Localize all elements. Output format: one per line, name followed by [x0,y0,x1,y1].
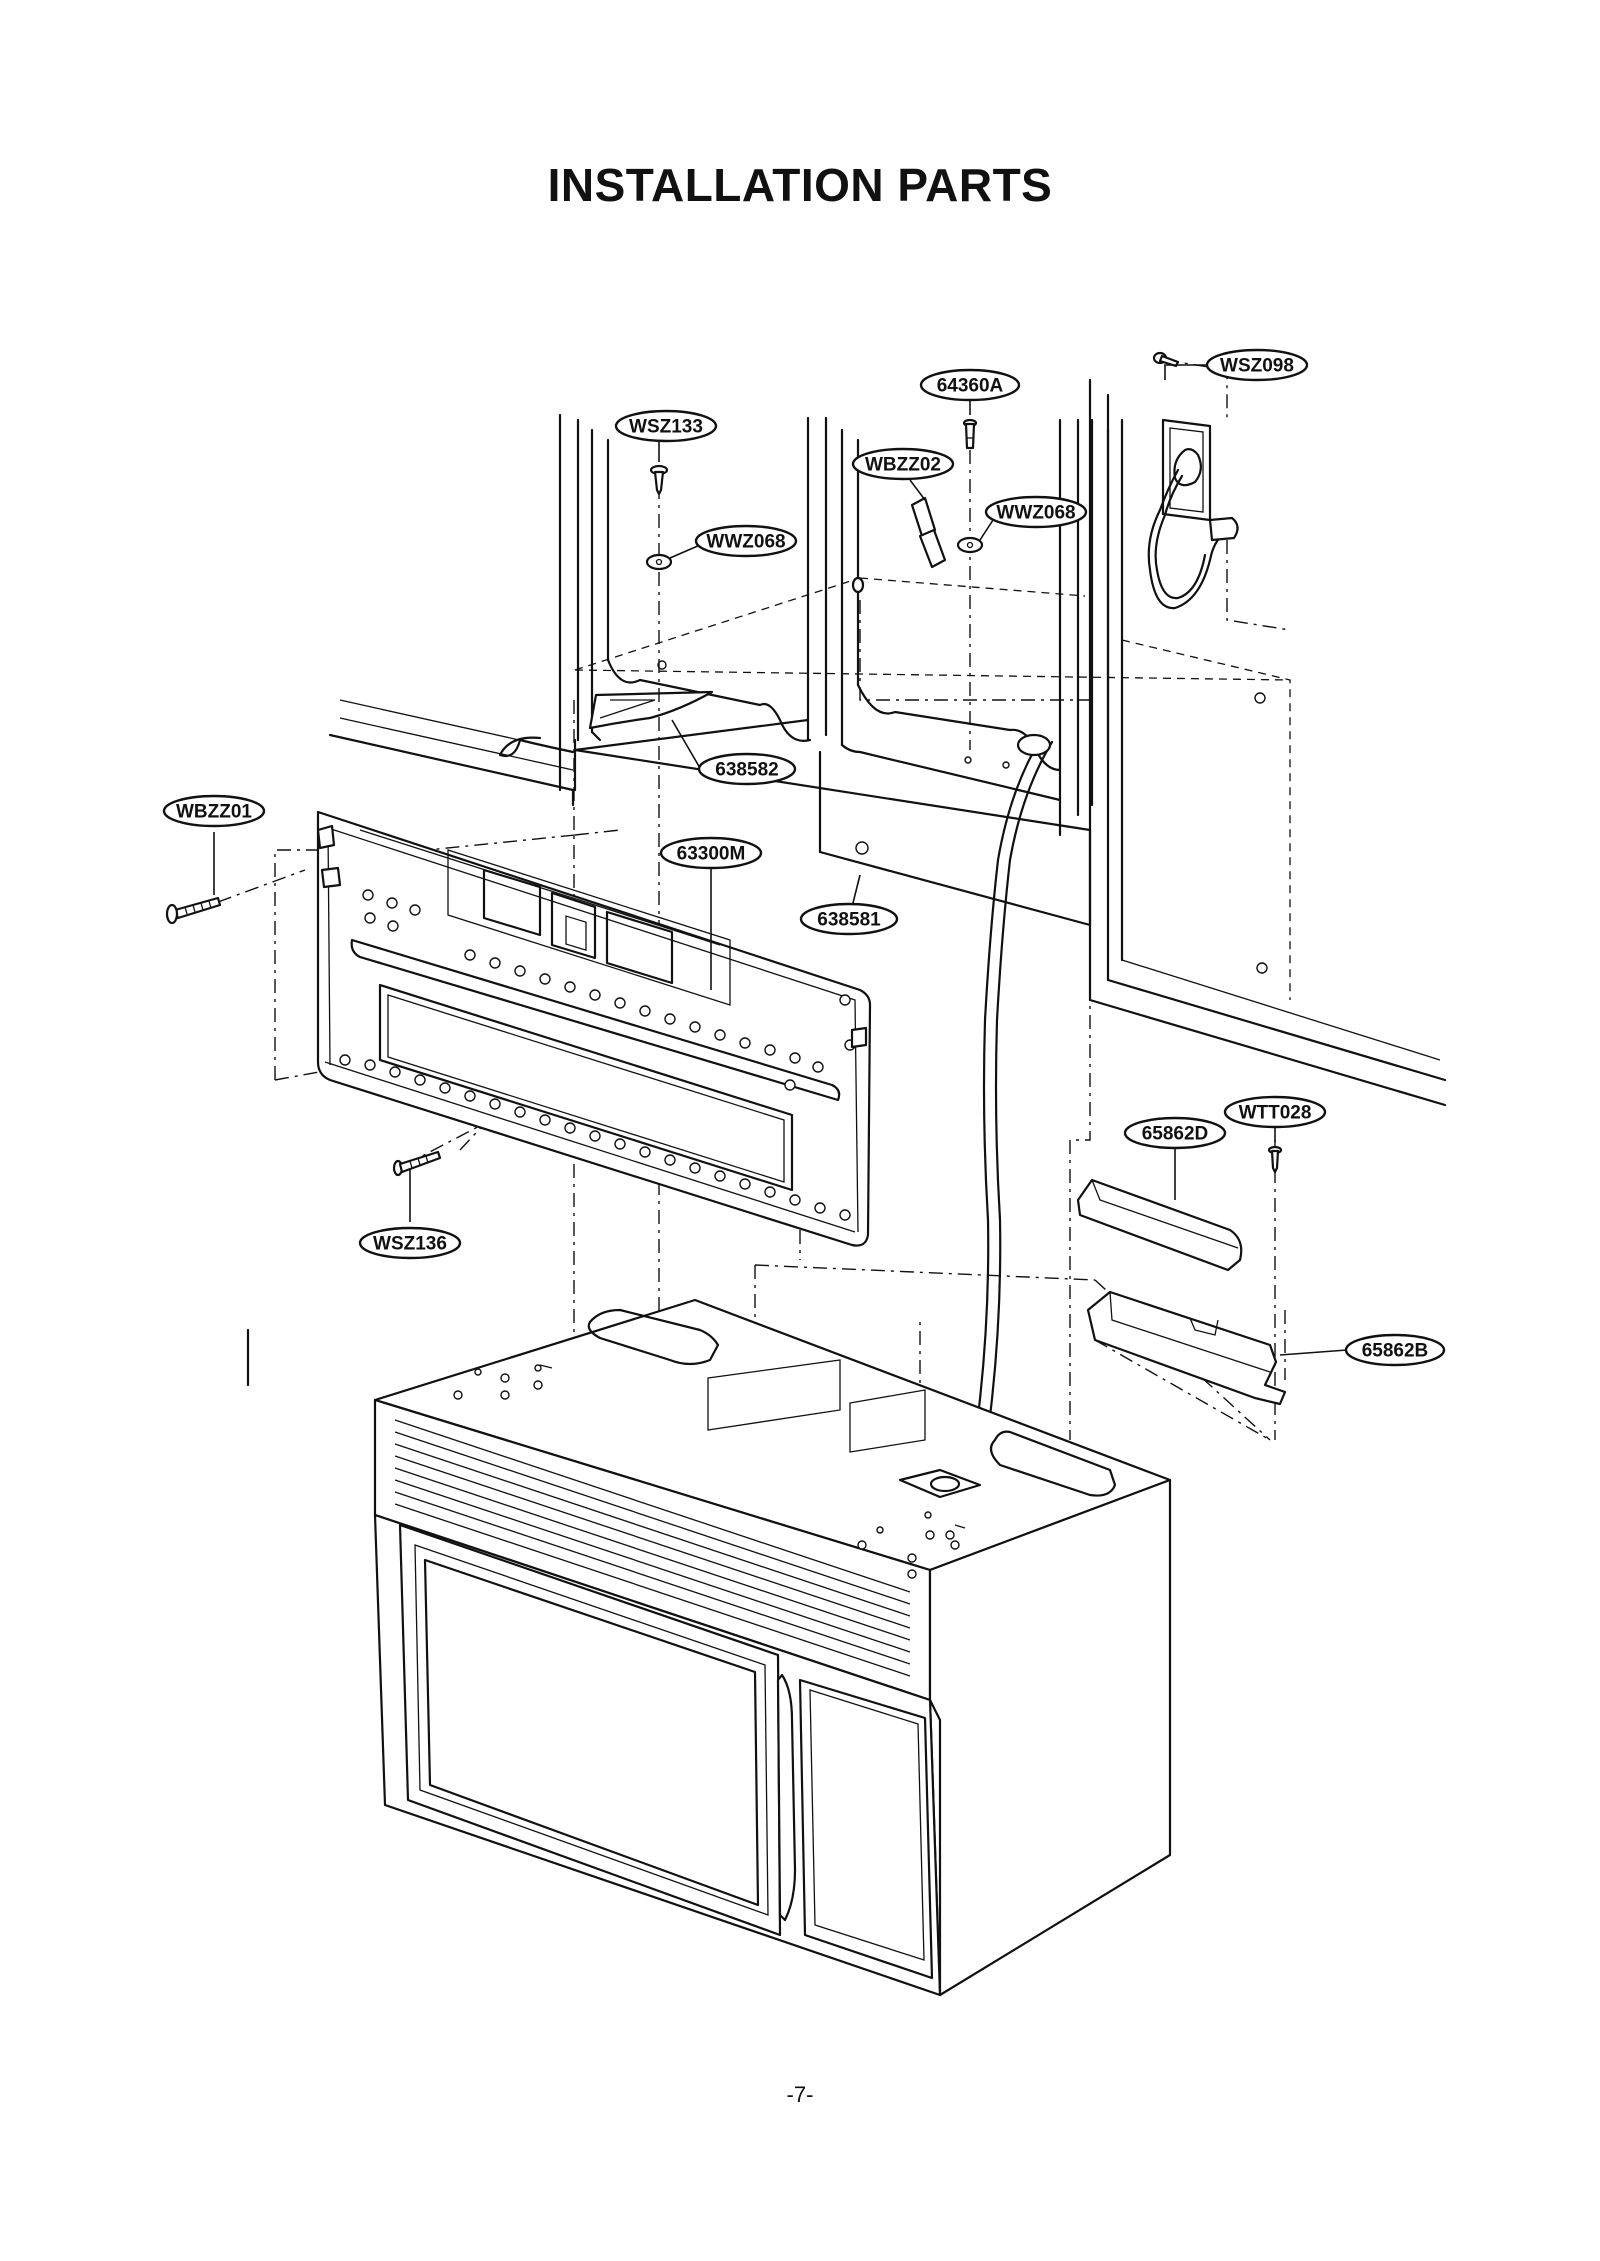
leader-lines [213,364,1348,1356]
screw-wsz133 [649,464,669,496]
screw-wsz136 [392,1150,442,1177]
callout-638581: 638581 [799,902,899,936]
bolt-wbzz01 [165,896,222,925]
callout-wtt028: WTT028 [1223,1095,1327,1129]
washer-left [645,553,673,571]
callout-65862d: 65862D [1123,1116,1227,1150]
svg-text:WWZ068: WWZ068 [706,532,785,553]
microwave-oven [373,1298,1172,1997]
callout-638582: 638582 [697,752,797,786]
callout-wwz068-right: WWZ068 [984,495,1088,529]
svg-text:63300M: 63300M [677,844,746,865]
callout-64360a: 64360A [919,368,1021,402]
callout-wsz136: WSZ136 [358,1226,462,1260]
washer-right [956,536,984,554]
callout-wbzz01: WBZZ01 [162,794,266,828]
svg-text:638581: 638581 [817,910,881,931]
svg-text:65862B: 65862B [1362,1341,1429,1362]
bracket-65862b [1086,1290,1287,1406]
callout-wsz133: WSZ133 [614,409,718,443]
damper-65862d [1076,1178,1243,1272]
pin-64360a [962,418,978,450]
duct-parts [1076,1178,1287,1406]
fasteners [165,351,1283,1177]
svg-text:65862D: 65862D [1142,1124,1209,1145]
svg-text:WBZZ02: WBZZ02 [865,455,941,476]
callout-wsz098: WSZ098 [1205,348,1309,382]
callout-wbzz02: WBZZ02 [851,447,955,481]
svg-text:WSZ098: WSZ098 [1220,356,1294,377]
toggle-bolt-wbzz02 [851,496,947,594]
page-title: INSTALLATION PARTS [547,159,1053,211]
svg-text:WSZ133: WSZ133 [629,417,703,438]
callout-wwz068-left: WWZ068 [694,524,798,558]
page-number: -7- [786,2082,814,2107]
callout-63300m: 63300M [659,836,763,870]
wall-cabinets [328,378,1447,1107]
svg-text:WSZ136: WSZ136 [373,1234,447,1255]
callout-65862b: 65862B [1344,1333,1446,1367]
screw-wsz098 [1152,351,1180,368]
svg-text:WWZ068: WWZ068 [996,503,1075,524]
svg-text:WTT028: WTT028 [1239,1103,1312,1124]
mounting-plate [316,810,872,1247]
callouts: WSZ098 64360A WSZ133 WBZZ02 WWZ068 WWZ06… [162,348,1446,1367]
svg-text:WBZZ01: WBZZ01 [176,802,252,823]
svg-text:64360A: 64360A [937,376,1004,397]
screw-wtt028 [1267,1145,1283,1174]
svg-text:638582: 638582 [715,760,778,781]
